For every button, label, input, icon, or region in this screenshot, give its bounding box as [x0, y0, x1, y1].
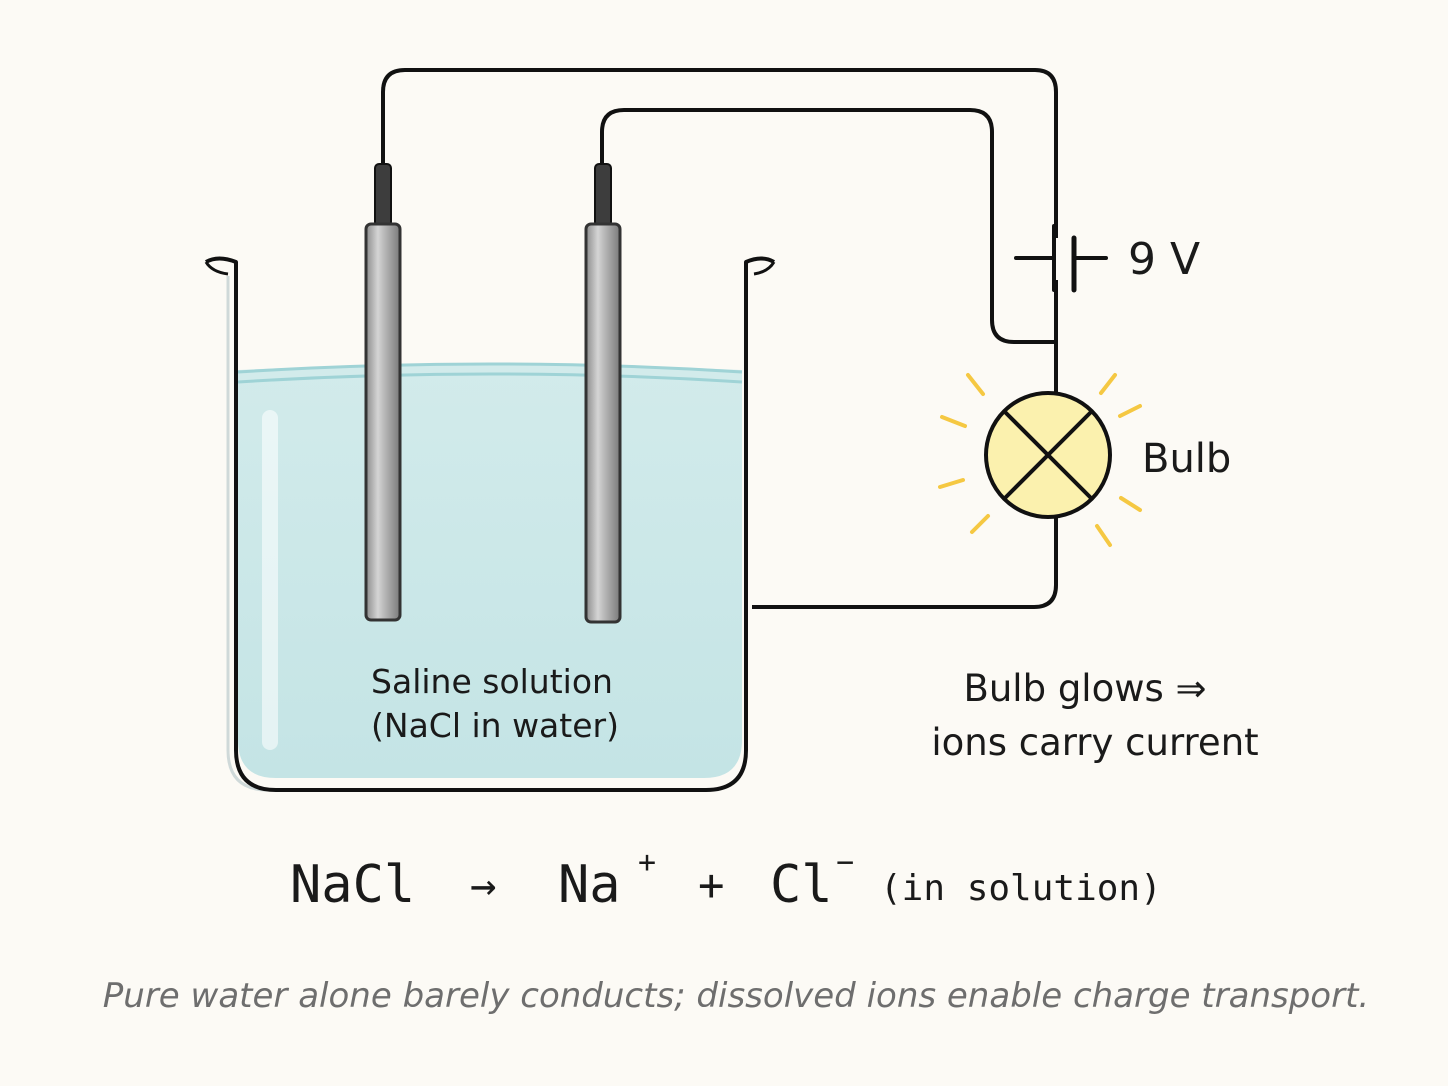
solution-label-line2: (NaCl in water) — [371, 706, 619, 745]
equation-cation: Na — [558, 855, 621, 915]
equation-anion: Cl — [770, 855, 833, 915]
equation-condition: (in solution) — [880, 868, 1162, 909]
wire-left-electrode — [381, 68, 1058, 238]
electrode-left — [364, 163, 402, 622]
equation-reactant: NaCl — [290, 855, 415, 915]
equation-cation-charge: + — [638, 845, 656, 880]
bulb-rays — [938, 373, 1142, 547]
ray — [1119, 496, 1142, 512]
equation-anion-charge: − — [836, 845, 854, 880]
dissociation-equation: NaCl → Na + + Cl − (in solution) — [290, 845, 1162, 915]
battery-voltage-label: 9 V — [1128, 234, 1200, 285]
wire-right-electrode — [600, 108, 1056, 344]
equation-plus: + — [698, 860, 725, 911]
ray — [940, 415, 967, 428]
solution-surface — [237, 362, 743, 384]
beaker-outline — [204, 256, 776, 792]
bulb-label: Bulb — [1142, 436, 1231, 482]
note-line2: ions carry current — [931, 721, 1258, 764]
wire-bulb-return — [752, 518, 1058, 609]
beaker-lip — [204, 261, 776, 276]
solution-label-line1: Saline solution — [371, 662, 613, 701]
bulb-icon — [984, 391, 1112, 519]
battery-symbol — [1014, 224, 1108, 293]
note-line1: Bulb glows ⇒ — [963, 667, 1206, 710]
caption: Pure water alone barely conducts; dissol… — [103, 976, 1369, 1016]
ray — [938, 478, 965, 489]
ray — [966, 373, 985, 396]
glass-highlight — [262, 410, 278, 750]
circuit-wires — [381, 68, 1058, 609]
ray — [1099, 373, 1117, 395]
ray — [1095, 524, 1112, 547]
ray — [1118, 404, 1142, 418]
electrode-right — [584, 163, 622, 624]
ray — [970, 514, 990, 534]
equation-arrow: → — [470, 860, 497, 911]
